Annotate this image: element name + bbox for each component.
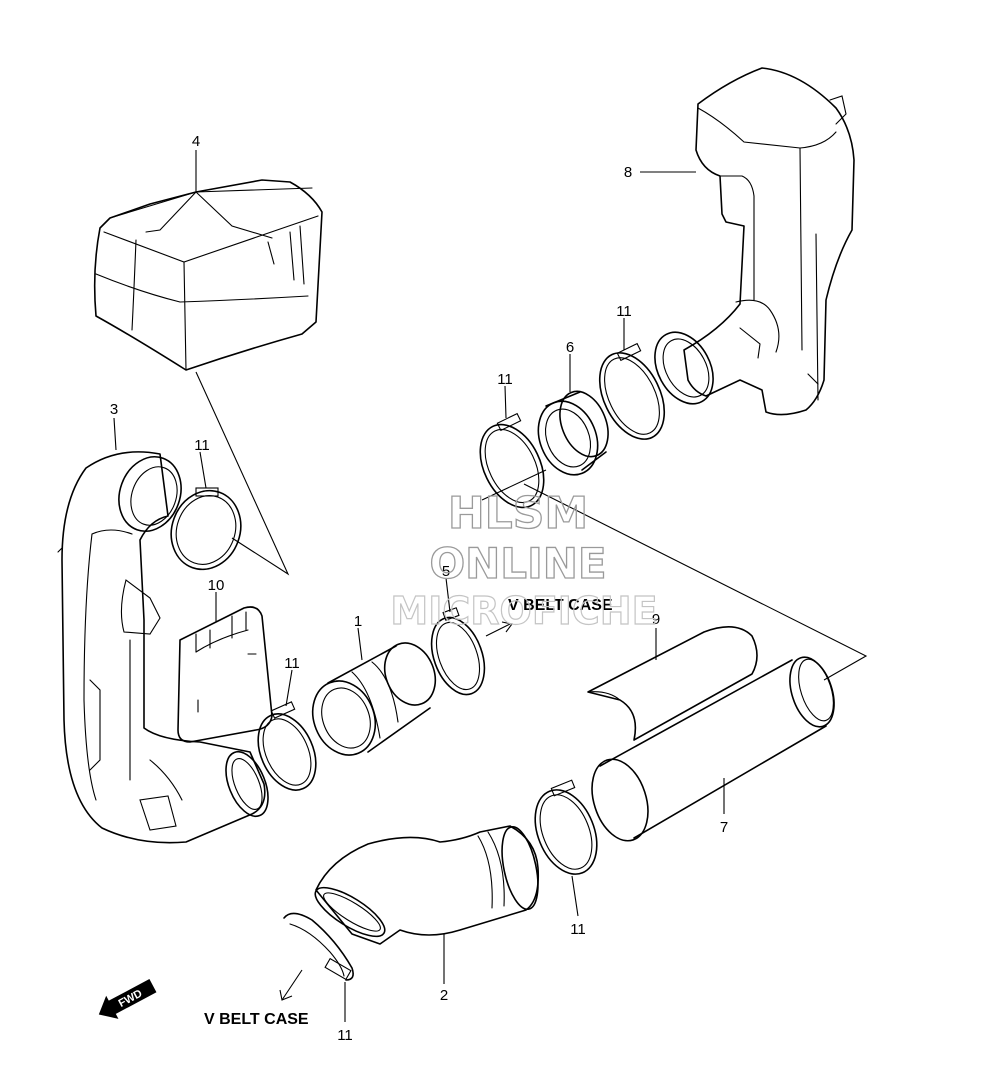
watermark: HLSM ONLINE MICROFICHE: [390, 487, 658, 633]
label-part-6: 6: [566, 339, 574, 356]
watermark-line-2: ONLINE: [429, 539, 606, 588]
part-4-air-cleaner-box: [93, 179, 323, 371]
label-part-11-c: 11: [497, 371, 513, 388]
label-part-5: 5: [442, 563, 450, 580]
label-part-3: 3: [110, 401, 118, 418]
label-part-11-d: 11: [616, 303, 632, 320]
label-part-9: 9: [652, 611, 660, 628]
part-1-connecting-tube: [311, 642, 437, 756]
part-8-upper-duct: [654, 67, 855, 416]
leader-lines: [113, 150, 868, 1022]
label-part-11-e: 11: [570, 921, 586, 938]
label-part-8: 8: [624, 164, 632, 181]
part-11-hose-clamp-d: [598, 342, 666, 440]
part-11-hose-clamp-e: [534, 779, 598, 875]
part-10-filter-element: [177, 606, 273, 743]
part-11-hose-clamp-b: [257, 701, 317, 791]
part-9-half-shell-cover: [587, 626, 758, 741]
part-7-filter-tube: [591, 656, 835, 842]
label-part-11-f: 11: [337, 1027, 353, 1044]
callout-v-belt-case-top: V BELT CASE: [508, 597, 613, 614]
label-part-7: 7: [720, 819, 728, 836]
part-2-lower-duct: [314, 825, 540, 945]
label-part-11-a: 11: [194, 437, 210, 454]
label-part-2: 2: [440, 987, 448, 1004]
label-part-4: 4: [192, 133, 200, 150]
label-part-1: 1: [354, 613, 362, 630]
label-part-10: 10: [208, 577, 225, 594]
forward-arrow-icon: FWD: [98, 979, 157, 1019]
watermark-line-1: HLSM: [448, 488, 588, 539]
callout-v-belt-case-bottom: V BELT CASE: [204, 1011, 309, 1028]
label-part-11-b: 11: [284, 655, 300, 672]
part-11-hose-clamp-f: [283, 912, 354, 981]
part-6-rubber-joint: [537, 390, 609, 476]
part-11-hose-clamp-a: [170, 487, 242, 571]
watermark-line-3: MICROFICHE: [390, 589, 657, 633]
part-3-intake-duct: [57, 451, 269, 844]
fwd-badge-label: FWD: [117, 988, 145, 1010]
part-11-hose-clamp-c: [479, 412, 545, 509]
part-number-labels: 4 3 11 10 11 1 5 11 6 11 8 9 7 11 2 11: [110, 133, 728, 1044]
